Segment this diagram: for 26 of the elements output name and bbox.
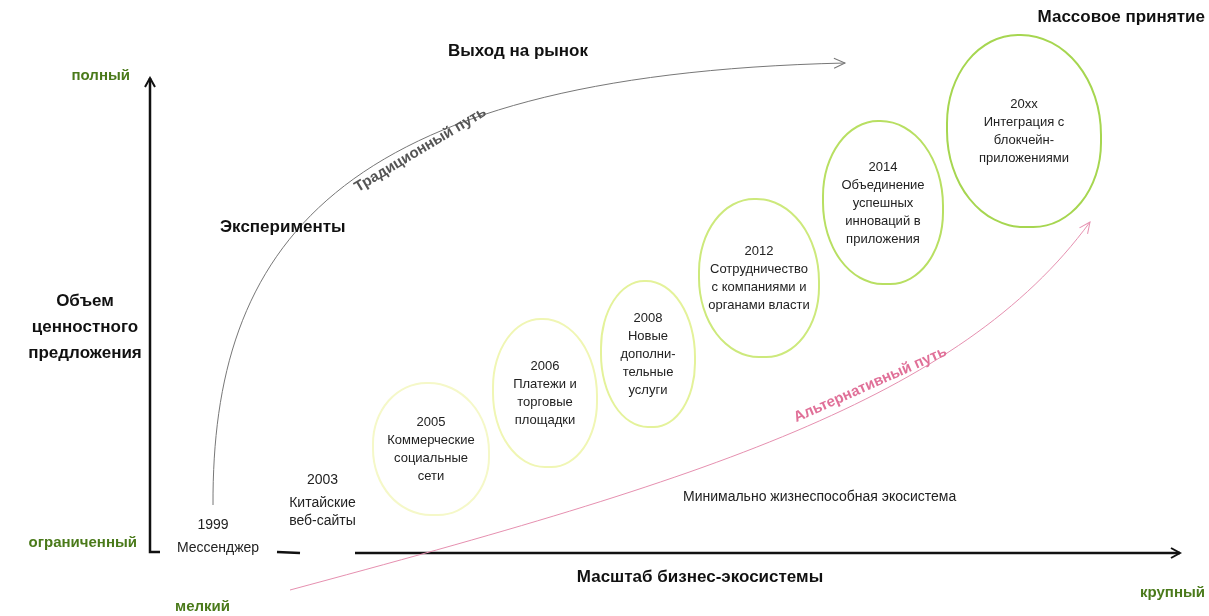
stage-text: Интеграция с блокчейн- приложениями <box>978 113 1070 167</box>
axis-tick-label: крупный <box>1139 583 1205 601</box>
axis-tick-label: ограниченный <box>27 533 137 551</box>
phase-label: Минимально жизнеспособная экосистема <box>683 487 958 505</box>
year-label: 2006 <box>530 357 560 375</box>
milestone-text: Китайские веб-сайты <box>288 493 357 529</box>
stage-text: Новые дополни- тельные услуги <box>619 327 677 399</box>
phase-label: Эксперименты <box>220 218 347 236</box>
year-label: 20xx <box>1010 95 1038 113</box>
axis-title: Объем ценностного предложения <box>27 290 143 364</box>
year-label: 2005 <box>416 413 446 431</box>
milestone-text: Мессенджер <box>175 538 261 556</box>
year-label: 2003 <box>305 470 340 488</box>
year-label: 1999 <box>196 515 230 533</box>
stage-text: Коммерческие социальные сети <box>386 431 476 485</box>
heading-text: Массовое принятие <box>1036 8 1205 26</box>
stage-text: Платежи и торговые площадки <box>512 375 578 429</box>
axis-tick-label: мелкий <box>174 597 231 615</box>
axis-title: Масштаб бизнес-экосистемы <box>575 568 825 586</box>
year-label: 2008 <box>633 309 663 327</box>
stage-text: Объединение успешных инноваций в приложения <box>840 175 926 248</box>
stage-text: Сотрудничество с компаниями и органами власти <box>707 260 811 314</box>
heading-text: Выход на рынок <box>448 42 589 60</box>
axis-tick-label: полный <box>70 66 130 84</box>
year-label: 2012 <box>744 242 774 260</box>
year-label: 2014 <box>868 157 898 176</box>
